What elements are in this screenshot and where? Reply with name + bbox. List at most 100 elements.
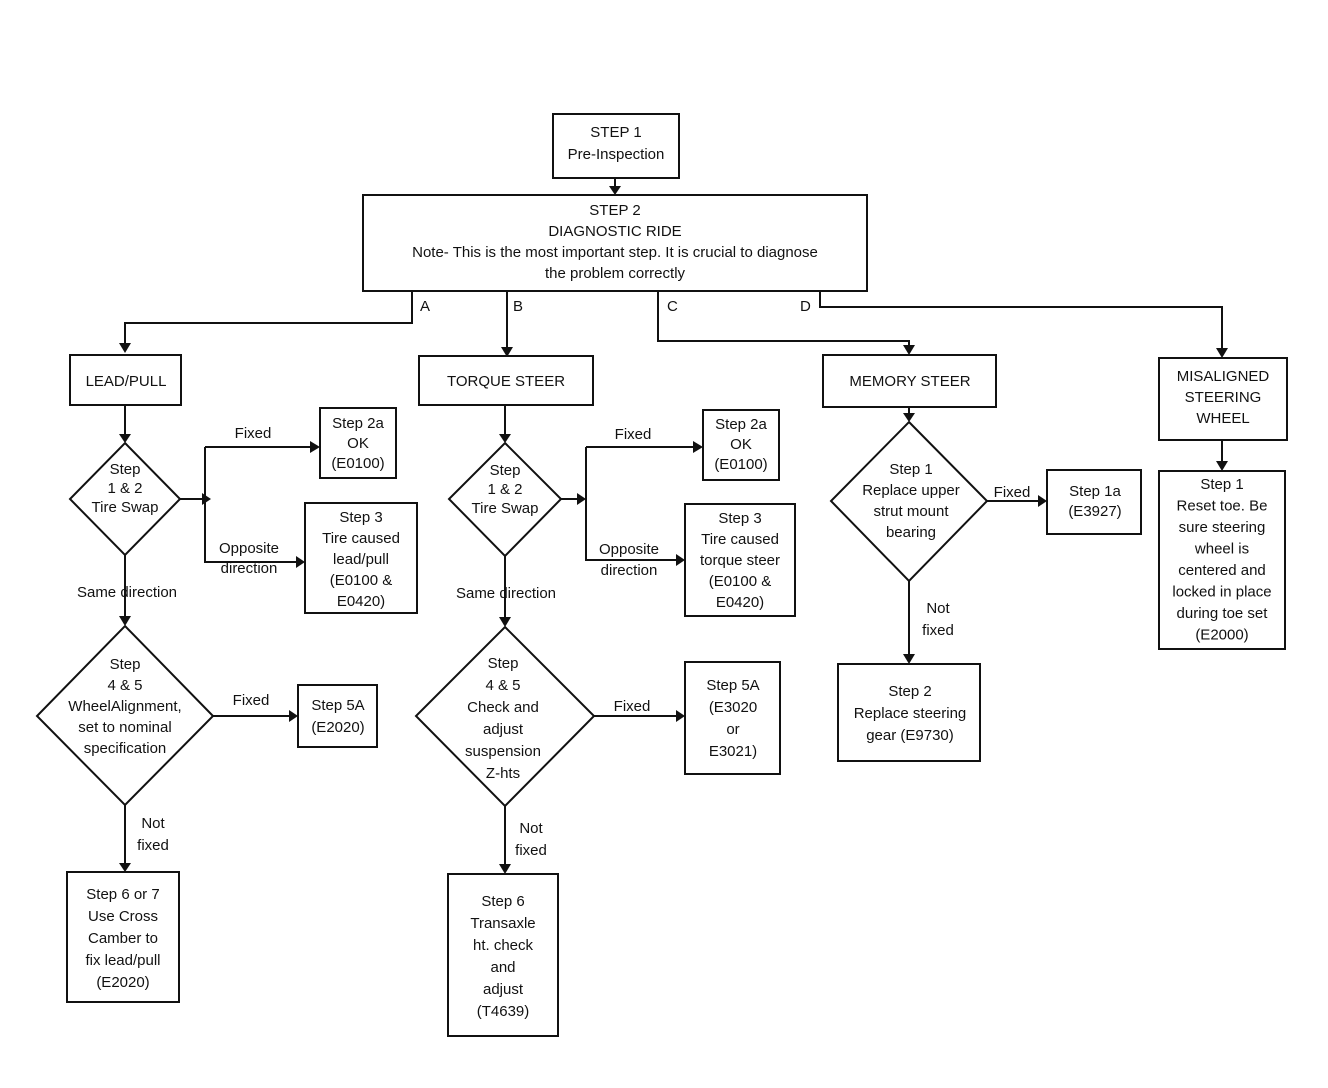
- text-line: strut mount: [873, 503, 949, 520]
- text-line: adjust: [483, 721, 524, 738]
- torque-tire-swap-decision: [447, 441, 563, 558]
- text-line: STEP 2: [589, 202, 640, 219]
- text-line: DIAGNOSTIC RIDE: [548, 223, 681, 240]
- memory-steer-title: MEMORY STEER: [849, 373, 970, 390]
- text-line: (E2020): [311, 719, 364, 736]
- text-line: 1 & 2: [487, 481, 522, 498]
- branch-d-label: D: [800, 298, 811, 315]
- text-line: Step: [490, 462, 521, 479]
- text-line: during toe set: [1177, 605, 1269, 622]
- lead-tire-swap-decision: [68, 441, 182, 557]
- torque-step6-box: [447, 873, 559, 1037]
- step2-box: [362, 194, 868, 292]
- lead-step2a-box: [319, 407, 397, 479]
- text-line: locked in place: [1172, 584, 1271, 601]
- text-line: E0420): [337, 593, 385, 610]
- text-line: Step 3: [718, 510, 761, 527]
- text-line: Step: [110, 461, 141, 478]
- torque-fixed2-label: Fixed: [614, 698, 651, 715]
- text-line: Not: [519, 820, 543, 837]
- text-line: Step 2a: [715, 416, 767, 433]
- misaligned-step1-box: [1158, 470, 1286, 650]
- text-line: TORQUE STEER: [447, 373, 565, 390]
- torque-same-direction-label: Same direction: [456, 585, 556, 602]
- text-line: torque steer: [700, 552, 780, 569]
- lead-step5a-box: [297, 684, 378, 748]
- text-line: WHEEL: [1196, 410, 1249, 427]
- lead-step3-box: [304, 502, 418, 614]
- branch-a-label: A: [420, 298, 430, 315]
- text-line: OK: [347, 435, 369, 452]
- text-line: 1 & 2: [107, 480, 142, 497]
- memory-steer-box: [822, 354, 997, 408]
- text-line: E3021): [709, 743, 757, 760]
- memory-fixed-label: Fixed: [994, 484, 1031, 501]
- text-line: (E2000): [1195, 627, 1248, 644]
- branch-c-label: C: [667, 298, 678, 315]
- text-line: MISALIGNED: [1177, 368, 1270, 385]
- text-line: STEERING: [1185, 389, 1262, 406]
- text-line: Step 6 or 7: [86, 886, 159, 903]
- text-line: Note- This is the most important step. I…: [412, 244, 818, 261]
- text-line: Step 1: [1200, 476, 1243, 493]
- text-line: (E2020): [96, 974, 149, 991]
- text-line: Step 2: [888, 683, 931, 700]
- text-line: (E3927): [1068, 503, 1121, 520]
- memory-step1a-text: Step 1a(E3927): [1068, 483, 1121, 520]
- text-line: Use Cross: [88, 908, 158, 925]
- text-line: adjust: [483, 981, 524, 998]
- step1-box: [552, 113, 680, 179]
- text-line: 4 & 5: [485, 677, 520, 694]
- text-line: Step 5A: [706, 677, 759, 694]
- text-line: ht. check: [473, 937, 534, 954]
- memory-step1a-box: [1046, 469, 1142, 535]
- text-line: Reset toe. Be: [1177, 498, 1268, 515]
- text-line: Camber to: [88, 930, 158, 947]
- lead-same-direction-label: Same direction: [77, 584, 177, 601]
- torque-step6-text: Step 6 Transaxle ht. check and adjust (T4639): [470, 893, 535, 1020]
- text-line: Step 6: [481, 893, 524, 910]
- text-line: bearing: [886, 524, 936, 541]
- text-line: and: [490, 959, 515, 976]
- text-line: WheelAlignment,: [68, 698, 181, 715]
- text-line: OK: [730, 436, 752, 453]
- text-line: Step 1: [889, 461, 932, 478]
- text-line: the problem correctly: [545, 265, 686, 282]
- text-line: centered and: [1178, 562, 1266, 579]
- text-line: (T4639): [477, 1003, 530, 1020]
- text-line: Tire Swap: [472, 500, 539, 517]
- text-line: Not: [141, 815, 165, 832]
- text-line: gear (E9730): [866, 727, 954, 744]
- torque-step2a-box: [702, 409, 780, 481]
- torque-steer-box: [418, 355, 594, 406]
- memory-step2-text: Step 2 Replace steering gear (E9730): [854, 683, 967, 744]
- torque-step3-box: [684, 503, 796, 617]
- text-line: or: [726, 721, 739, 738]
- text-line: Pre-Inspection: [568, 146, 665, 163]
- torque-fixed-label: Fixed: [615, 426, 652, 443]
- text-line: sure steering: [1179, 519, 1266, 536]
- lead-pull-title: LEAD/PULL: [86, 373, 167, 390]
- text-line: Transaxle: [470, 915, 535, 932]
- text-line: Z-hts: [486, 765, 520, 782]
- text-line: STEP 1: [590, 124, 641, 141]
- branch-b-label: B: [513, 298, 523, 315]
- lead-step67-box: [66, 871, 180, 1003]
- text-line: E0420): [716, 594, 764, 611]
- text-line: Step: [110, 656, 141, 673]
- torque-tire-swap-text: Step 1 & 2 Tire Swap: [472, 462, 539, 517]
- misaligned-box: [1158, 357, 1288, 441]
- text-line: Step 2a: [332, 415, 384, 432]
- torque-check-decision: [414, 625, 596, 808]
- text-line: Replace steering: [854, 705, 967, 722]
- lead-fixed2-label: Fixed: [233, 692, 270, 709]
- text-line: (E3020: [709, 699, 757, 716]
